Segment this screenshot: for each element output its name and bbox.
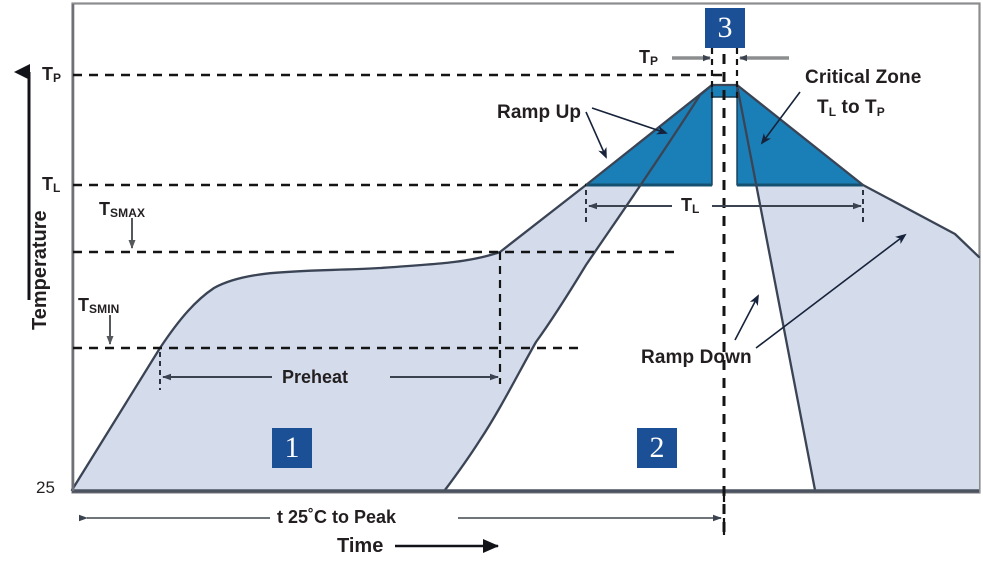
tp-width-dimension-label: TP <box>639 47 659 68</box>
lower-profile-curve <box>443 83 714 492</box>
tsmin-label: TSMIN <box>78 295 120 316</box>
critical-zone-leader <box>760 91 801 145</box>
x-axis-title: Time <box>337 535 384 557</box>
ramp-up-label: Ramp Up <box>497 102 582 123</box>
zone-badge-2[interactable]: 2 <box>637 428 677 468</box>
y-axis-title: Temperature <box>29 210 51 330</box>
y-tick-label-25: 25 <box>36 478 55 497</box>
time-to-peak-dimension-label: t 25˚C to Peak <box>277 507 397 527</box>
preheat-dimension-label: Preheat <box>282 367 349 387</box>
ramp-down-leader-1 <box>734 294 759 341</box>
ramp-down-leader-2 <box>755 233 907 349</box>
zone-badge-1[interactable]: 1 <box>272 428 312 468</box>
ramp-down-label: Ramp Down <box>641 347 752 368</box>
y-tick-label-tl: TL <box>42 174 61 195</box>
tsmax-label: TSMAX <box>99 199 146 220</box>
upper-profile-curve <box>70 83 714 492</box>
y-tick-label-tp: TP <box>42 64 62 85</box>
critical-zone-range-label: TL to TP <box>817 97 885 119</box>
critical-zone-label: Critical Zone <box>805 67 922 88</box>
zone-badge-3[interactable]: 3 <box>705 8 745 48</box>
right-descent-outer <box>735 83 981 259</box>
process-window-lower-left <box>72 185 586 490</box>
ramp-up-leader-2 <box>585 111 607 159</box>
inner-descent-curve <box>735 83 817 492</box>
ramp-up-leader-1 <box>591 107 668 135</box>
tl-width-dimension-label: TL <box>681 195 700 216</box>
